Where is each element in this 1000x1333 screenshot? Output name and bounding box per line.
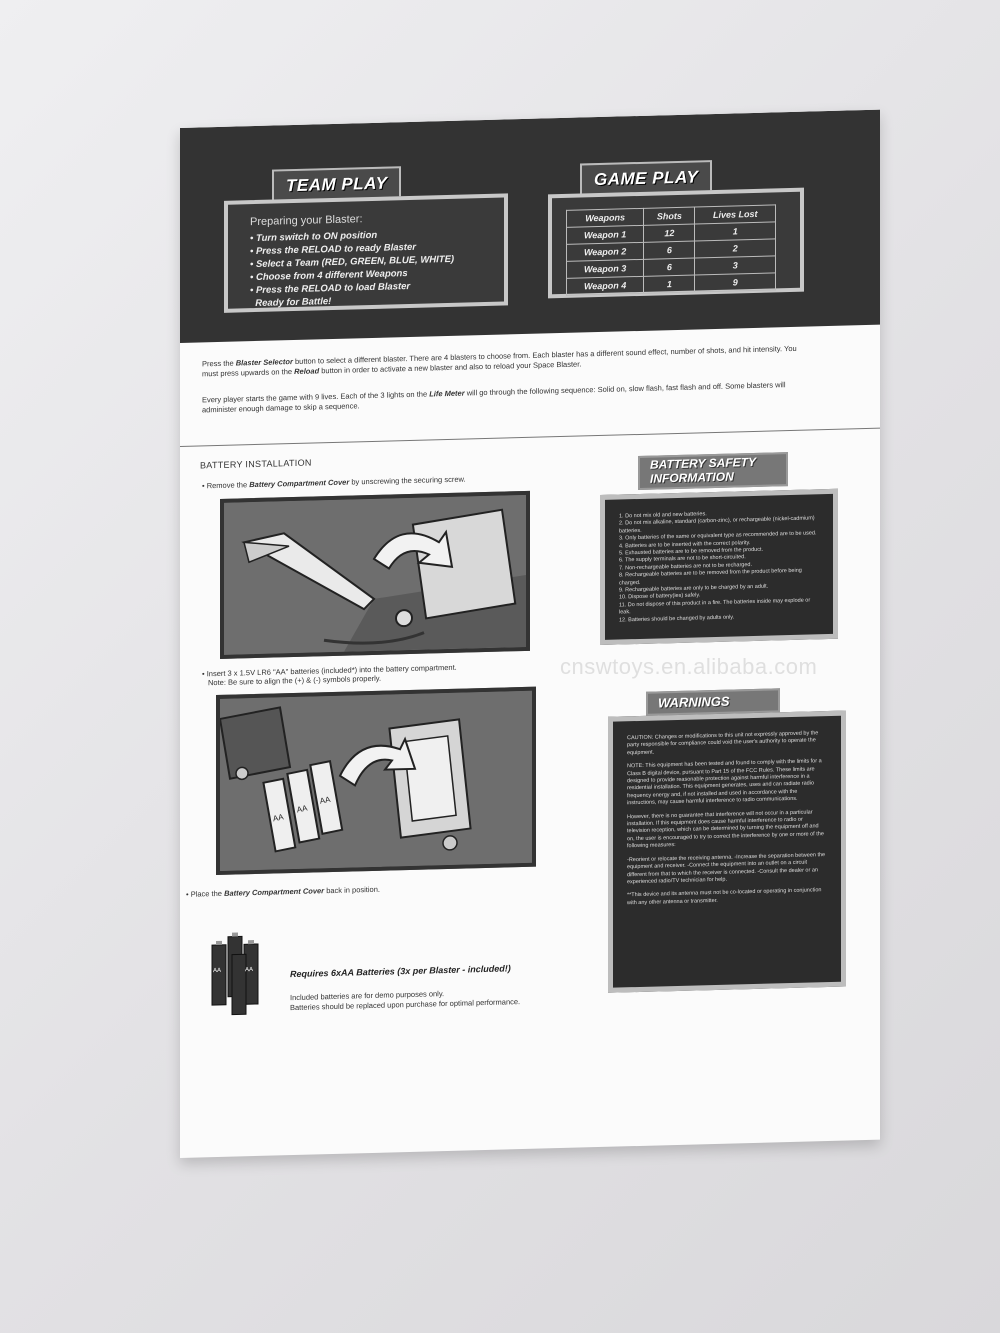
battery-note: Included batteries are for demo purposes… bbox=[290, 989, 521, 1013]
table-cell: 1 bbox=[694, 221, 776, 242]
table-header: Shots bbox=[643, 207, 695, 226]
table-cell: Weapon 2 bbox=[566, 242, 644, 262]
warning-antenna: **This device and its antenna must not b… bbox=[627, 887, 822, 907]
top-band: TEAM PLAY Preparing your Blaster: • Turn… bbox=[180, 109, 880, 343]
table-cell: Weapon 3 bbox=[566, 259, 644, 279]
warnings-title: WARNINGS bbox=[646, 688, 780, 716]
battery-compartment-illustration: AA AA AA bbox=[218, 690, 532, 871]
battery-safety-list: 1. Do not mix old and new batteries.2. D… bbox=[619, 508, 819, 624]
battery-label-3: AA bbox=[319, 795, 332, 806]
battery-safety-panel: 1. Do not mix old and new batteries.2. D… bbox=[600, 488, 838, 646]
battery-installation-title: BATTERY INSTALLATION bbox=[200, 457, 312, 471]
screwdriver-illustration bbox=[224, 494, 526, 655]
game-play-panel: Weapons Shots Lives Lost Weapon 1 12 1 W… bbox=[548, 187, 804, 299]
aa-batteries-icon: AA AA bbox=[211, 932, 259, 1016]
insert-batteries-illustration: AA AA AA bbox=[216, 686, 536, 876]
team-play-list: Preparing your Blaster: • Turn switch to… bbox=[250, 210, 504, 311]
warning-caution: CAUTION: Changes or modifications to thi… bbox=[627, 730, 819, 757]
table-cell: 1 bbox=[643, 275, 695, 294]
team-play-panel: Preparing your Blaster: • Turn switch to… bbox=[224, 193, 508, 313]
section-divider bbox=[180, 427, 880, 447]
table-cell: 2 bbox=[694, 238, 776, 259]
battery-label-1: AA bbox=[272, 812, 285, 823]
table-cell: 9 bbox=[694, 272, 776, 293]
step-replace-cover: • Place the Battery Compartment Cover ba… bbox=[186, 884, 380, 899]
battery-safety-title: BATTERY SAFETY INFORMATION bbox=[638, 452, 788, 491]
battery-requirement: Requires 6xAA Batteries (3x per Blaster … bbox=[290, 963, 511, 980]
warning-interference: However, there is no guarantee that inte… bbox=[627, 809, 824, 850]
warning-measures: -Reorient or relocate the receiving ante… bbox=[627, 851, 826, 886]
step-remove-cover: • Remove the Battery Compartment Cover b… bbox=[202, 474, 466, 491]
table-cell: 6 bbox=[643, 258, 695, 277]
lives-paragraph: Every player starts the game with 9 live… bbox=[202, 380, 786, 415]
table-cell: Weapon 4 bbox=[566, 276, 644, 296]
remove-cover-illustration bbox=[220, 490, 530, 659]
table-cell: 6 bbox=[643, 241, 695, 260]
table-cell: 3 bbox=[694, 255, 776, 276]
table-cell: 12 bbox=[643, 224, 695, 243]
battery-icon-label: AA bbox=[213, 968, 221, 974]
warnings-panel: CAUTION: Changes or modifications to thi… bbox=[608, 710, 846, 993]
battery-label-2: AA bbox=[296, 803, 309, 814]
warning-note: NOTE: This equipment has been tested and… bbox=[627, 758, 822, 807]
weapons-table: Weapons Shots Lives Lost Weapon 1 12 1 W… bbox=[566, 204, 776, 296]
instruction-sheet: TEAM PLAY Preparing your Blaster: • Turn… bbox=[180, 109, 880, 1159]
table-header: Lives Lost bbox=[694, 204, 776, 225]
step-insert-batteries: • Insert 3 x 1.5V LR6 "AA" batteries (in… bbox=[202, 662, 457, 688]
watermark: cnswtoys.en.alibaba.com bbox=[560, 654, 818, 679]
table-cell: Weapon 1 bbox=[566, 225, 644, 245]
table-header: Weapons bbox=[566, 208, 644, 228]
blaster-selector-paragraph: Press the Blaster Selector button to sel… bbox=[202, 343, 797, 379]
battery-icon-label: AA bbox=[245, 967, 253, 973]
